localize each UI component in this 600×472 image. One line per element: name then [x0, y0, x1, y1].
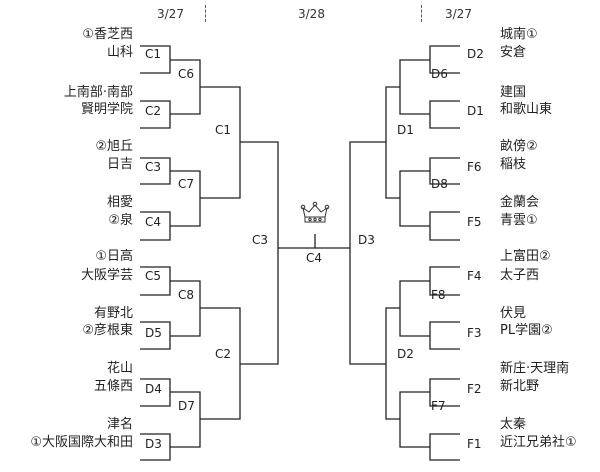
- team-label: 上富田②: [500, 249, 551, 264]
- team-label: 城南①: [500, 27, 538, 42]
- match-code: C6: [178, 67, 195, 81]
- final-code: C4: [306, 251, 323, 265]
- team-label: ①大阪国際大和田: [30, 435, 133, 450]
- match-code: D5: [145, 326, 162, 340]
- team-label: PL学園②: [500, 323, 553, 338]
- team-label: ①香芝西: [82, 27, 133, 42]
- crown-icon: [300, 201, 330, 223]
- team-label: 和歌山東: [500, 102, 553, 117]
- match-code: C2: [145, 104, 162, 118]
- team-label: 五條西: [93, 379, 133, 394]
- team-label: 安倉: [500, 45, 527, 60]
- match-code: C3: [145, 160, 162, 174]
- match-code: D1: [467, 104, 484, 118]
- match-code: C1: [215, 123, 232, 137]
- date-divider-left: [205, 5, 206, 22]
- team-label: 畝傍②: [500, 139, 538, 154]
- team-label: 津名: [106, 417, 133, 432]
- team-label: 太秦: [500, 417, 527, 432]
- match-code: C4: [145, 215, 162, 229]
- team-label: 上南部·南部: [63, 85, 133, 100]
- team-label: 青雲①: [500, 213, 538, 228]
- team-label: ①日高: [95, 249, 133, 264]
- match-code: F5: [467, 215, 482, 229]
- team-label: 伏見: [500, 306, 527, 321]
- team-label: 日吉: [106, 157, 133, 172]
- team-label: ②泉: [108, 213, 133, 228]
- semi-final-code: C3: [252, 233, 269, 247]
- semi-final-code: D3: [358, 233, 375, 247]
- match-code: C2: [215, 347, 232, 361]
- match-code: D1: [397, 123, 414, 137]
- team-label: 近江兄弟社①: [500, 435, 577, 450]
- match-code: D2: [397, 347, 414, 361]
- match-code: F1: [467, 437, 482, 451]
- match-code: F3: [467, 326, 482, 340]
- team-label: 相愛: [106, 195, 133, 210]
- match-code: D3: [145, 437, 162, 451]
- match-code: F7: [431, 399, 446, 413]
- match-code: F8: [431, 288, 446, 302]
- match-code: F6: [467, 160, 482, 174]
- team-label: 太子西: [500, 268, 540, 283]
- date-divider-right: [421, 5, 422, 22]
- match-code: D6: [431, 67, 448, 81]
- team-label: 賢明学院: [80, 102, 133, 117]
- match-code: F4: [467, 269, 482, 283]
- match-code: F2: [467, 382, 482, 396]
- team-label: 新庄·天理南: [500, 361, 570, 376]
- team-label: 大阪学芸: [80, 268, 133, 283]
- team-label: 建国: [500, 85, 527, 100]
- match-code: D8: [431, 177, 448, 191]
- match-code: D7: [178, 399, 195, 413]
- team-label: ②彦根東: [82, 323, 133, 338]
- team-label: 新北野: [500, 379, 540, 394]
- team-label: 稲枝: [500, 157, 527, 172]
- match-code: D4: [145, 382, 162, 396]
- team-label: 花山: [106, 361, 133, 376]
- date-center: 3/28: [298, 7, 325, 21]
- team-label: 山科: [106, 45, 133, 60]
- match-code: C5: [145, 269, 162, 283]
- date-left-round1: 3/27: [157, 7, 184, 21]
- match-code: C8: [178, 288, 195, 302]
- match-code: D2: [467, 47, 484, 61]
- team-label: 有野北: [93, 306, 133, 321]
- match-code: C1: [145, 47, 162, 61]
- team-label: ②旭丘: [95, 139, 133, 154]
- match-code: C7: [178, 177, 195, 191]
- date-right-round1: 3/27: [445, 7, 472, 21]
- team-label: 金蘭会: [500, 195, 540, 210]
